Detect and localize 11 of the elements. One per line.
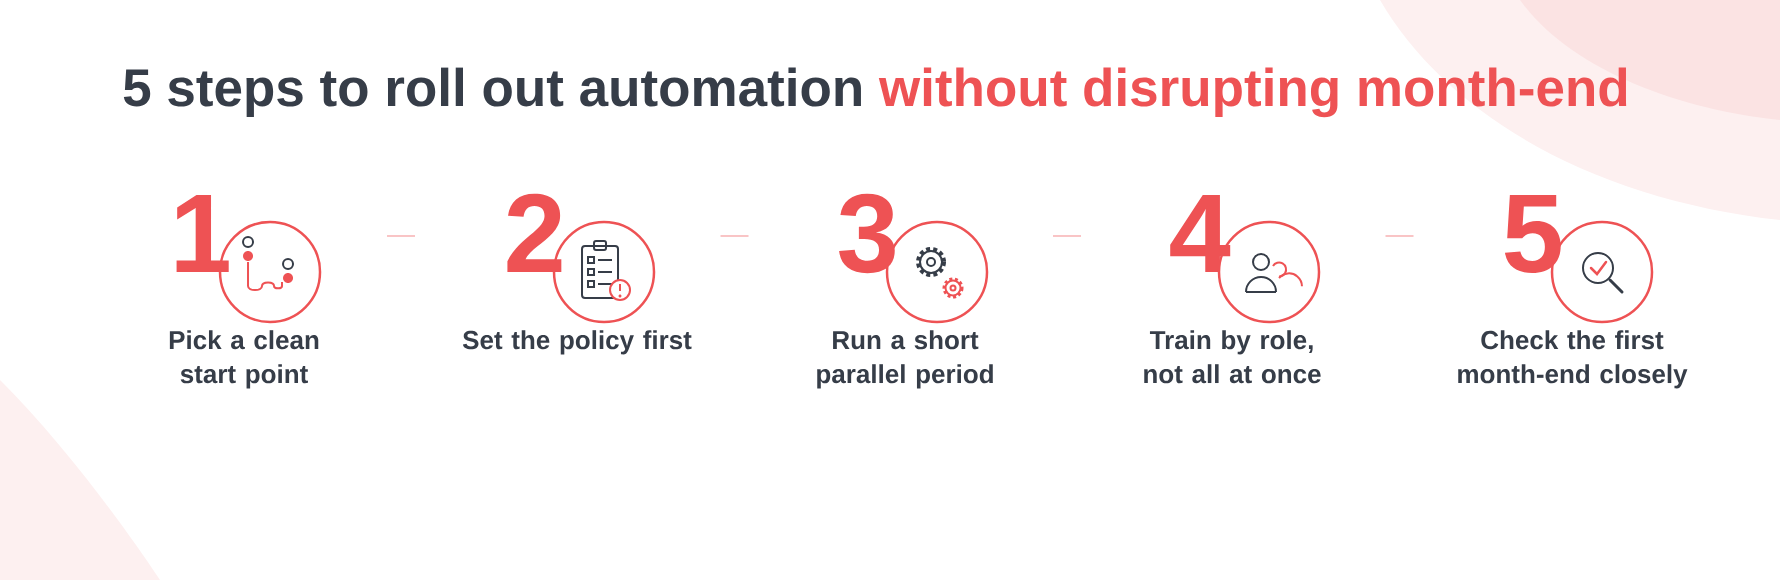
step-number: 3	[839, 193, 895, 274]
step-caption: Run a short parallel period	[817, 330, 993, 389]
step-caption: Set the policy first	[462, 330, 692, 355]
step-number: 5	[1504, 194, 1561, 274]
step-number: 2	[507, 193, 562, 272]
step-number: 4	[1170, 194, 1231, 272]
step-caption: Train by role, not all at once	[1144, 330, 1321, 384]
step-caption: Check the first month-end closely	[1458, 330, 1688, 389]
title: 5 steps to roll out automation without disrupting month-end	[123, 67, 1627, 118]
step-number: 1	[176, 194, 229, 272]
step-caption: Pick a clean start point	[169, 330, 319, 389]
